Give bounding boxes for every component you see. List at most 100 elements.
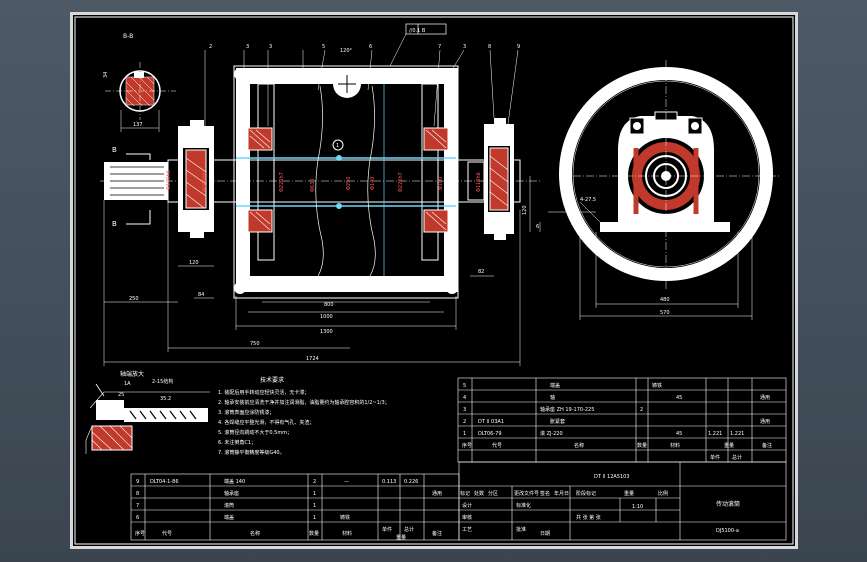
- balloon-9: 9: [517, 44, 520, 50]
- side-hole-label: 4-27.5: [580, 197, 596, 203]
- dim-d8: Φ110h6: [476, 172, 482, 192]
- section-dim-34: 34: [103, 72, 109, 78]
- dim-1000: 1000: [320, 314, 333, 320]
- tb-change: 更改文件号: [514, 490, 539, 497]
- pl-r1-no: 9: [136, 479, 139, 485]
- pu-h-name: 名称: [574, 442, 584, 449]
- parts-list-upper: [457, 377, 787, 463]
- tech-item-1: 1. 装配后用手转动应轻快灵活，无卡滞；: [218, 389, 309, 396]
- pu-r3-name: 轴承座 ZH 19-170-225: [540, 406, 594, 413]
- pu-h-qty: 数量: [637, 442, 647, 449]
- side-view: 480 570 120 6 4-27.5: [522, 60, 780, 320]
- pl-r4-no: 6: [136, 515, 139, 521]
- dim-d7: Φ100: [438, 177, 444, 190]
- balloon-3c: 3: [463, 44, 466, 50]
- tb-date: 年月日: [554, 490, 569, 497]
- title-block-text: DT II 12A5103 传动滚筒 DJ5100-a 1:10 共 张 第 张…: [460, 474, 740, 537]
- section-mark-top: B: [112, 146, 117, 154]
- tb-mark: 标记: [460, 490, 470, 497]
- balloon-8: 8: [488, 44, 491, 50]
- pu-r2-no: 4: [463, 395, 466, 401]
- dim-800: 800: [324, 302, 334, 308]
- pu-h-note: 备注: [762, 442, 772, 449]
- tech-item-4: 4. 各焊缝应平整光滑，不得有气孔、夹渣；: [218, 419, 314, 426]
- pl-h-material: 材料: [342, 530, 352, 537]
- pl-r1-dash: —: [344, 479, 349, 485]
- tb-scale: 1:10: [632, 504, 643, 510]
- side-dim-120: 120: [522, 205, 528, 215]
- tech-item-3: 3. 滚筒表面应涂防锈漆；: [218, 409, 274, 416]
- tb-stage: 阶段标记: [576, 490, 596, 497]
- tech-item-5: 5. 滚筒径向跳动不大于0.5mm；: [218, 429, 292, 436]
- pl-r1-v1: 0.113: [382, 479, 396, 485]
- tb-sign: 签名: [540, 490, 550, 497]
- dim-250: 250: [129, 296, 139, 302]
- pu-r5-no: 1: [463, 431, 466, 437]
- pu-r5-note: 通用: [760, 418, 770, 425]
- pu-h-total: 总计: [732, 454, 742, 461]
- tb-approve: 批准: [516, 526, 526, 533]
- dim-d3: Φ220h7: [279, 172, 285, 192]
- pl-r1-qty: 2: [313, 479, 316, 485]
- tb-code: DT II 12A5103: [594, 474, 630, 480]
- pu-r5-code: DLT06-79: [478, 431, 502, 437]
- pl-r1-name: 端盖 140: [224, 478, 245, 485]
- tb-title: 传动滚筒: [716, 500, 740, 508]
- dim-d9: Φ140: [370, 177, 376, 190]
- pu-h-unit: 单件: [710, 454, 720, 461]
- pl-h-note: 备注: [432, 530, 442, 537]
- pu-r2-material: 45: [676, 395, 682, 401]
- balloon-3b: 3: [269, 44, 272, 50]
- pl-r4-name: 端盖: [224, 514, 234, 521]
- tb-standard: 标准化: [516, 502, 531, 509]
- pl-r2-note: 通用: [432, 490, 442, 497]
- dim-1724: 1724: [306, 356, 319, 362]
- detail-dim-b: 25: [118, 392, 124, 398]
- pu-r1-material: 铸铁: [652, 382, 662, 389]
- tb-process: 工艺: [462, 527, 472, 533]
- pl-r3-qty: 1: [313, 503, 316, 509]
- tolerance-frame: //0.1 B: [409, 28, 426, 34]
- balloon-3a: 3: [246, 44, 249, 50]
- main-front-view: 1 Φ100h6 Φ100h6 Φ220h7 Φ630 Φ250 Φ220h7 …: [100, 23, 540, 366]
- pu-h-material: 材料: [670, 442, 680, 449]
- tb-review: 审核: [462, 514, 472, 521]
- pu-r2-note: 通用: [760, 394, 770, 401]
- section-bb-view: B-B 137 34: [103, 33, 176, 132]
- pl-r2-qty: 1: [313, 491, 316, 497]
- dim-d6: Φ220h7: [398, 172, 404, 192]
- pu-r5-material: 45: [676, 431, 682, 437]
- balloon-5: 5: [322, 44, 325, 50]
- tb-count: 处数: [474, 490, 484, 497]
- pl-r1-v2: 0.226: [404, 479, 418, 485]
- pl-h-qty: 数量: [309, 530, 319, 537]
- side-dim-570: 570: [660, 310, 670, 316]
- dim-d1: Φ100h6: [166, 170, 172, 190]
- pu-r1-name: 端盖: [550, 382, 560, 389]
- pl-h-code: 代号: [162, 530, 172, 537]
- pu-r5-name: 滚 ZJ-220: [540, 430, 563, 437]
- detail-sub: 1A: [124, 381, 131, 387]
- dim-1300: 1300: [320, 329, 333, 335]
- pl-h-unit: 单件: [382, 526, 392, 533]
- section-bb-label: B-B: [123, 33, 133, 40]
- parts-lower-text: 9 DLT04-1-86 端盖 140 2 — 0.113 0.226 8 轴承…: [135, 478, 442, 541]
- dim-d2: Φ100h6: [202, 172, 208, 192]
- pu-r5-weight2: 1.221: [730, 431, 744, 437]
- balloon-7: 7: [438, 44, 441, 50]
- pl-r4-qty: 1: [313, 515, 316, 521]
- pl-r4-material: 铸铁: [340, 514, 350, 521]
- dim-120: 120: [189, 260, 199, 266]
- pu-r4-code: DT II 03A1: [478, 419, 504, 425]
- pu-r2-name: 轴: [550, 394, 555, 401]
- section-dim-137: 137: [133, 122, 143, 128]
- side-dim-6: 6: [536, 224, 539, 230]
- dim-750: 750: [250, 341, 260, 347]
- tech-item-2: 2. 轴承安装前应清洗干净并加注润滑脂，油脂量约为轴承腔容积的1/2~1/3；: [218, 399, 390, 406]
- detail-title: 轴端放大: [120, 370, 144, 378]
- detail-view: 轴端放大 1A 2-15结构 25 35.2: [85, 370, 210, 454]
- section-mark-bottom: B: [112, 220, 117, 228]
- pu-r4-name: 胀紧套: [550, 418, 565, 425]
- side-dim-480: 480: [660, 297, 670, 303]
